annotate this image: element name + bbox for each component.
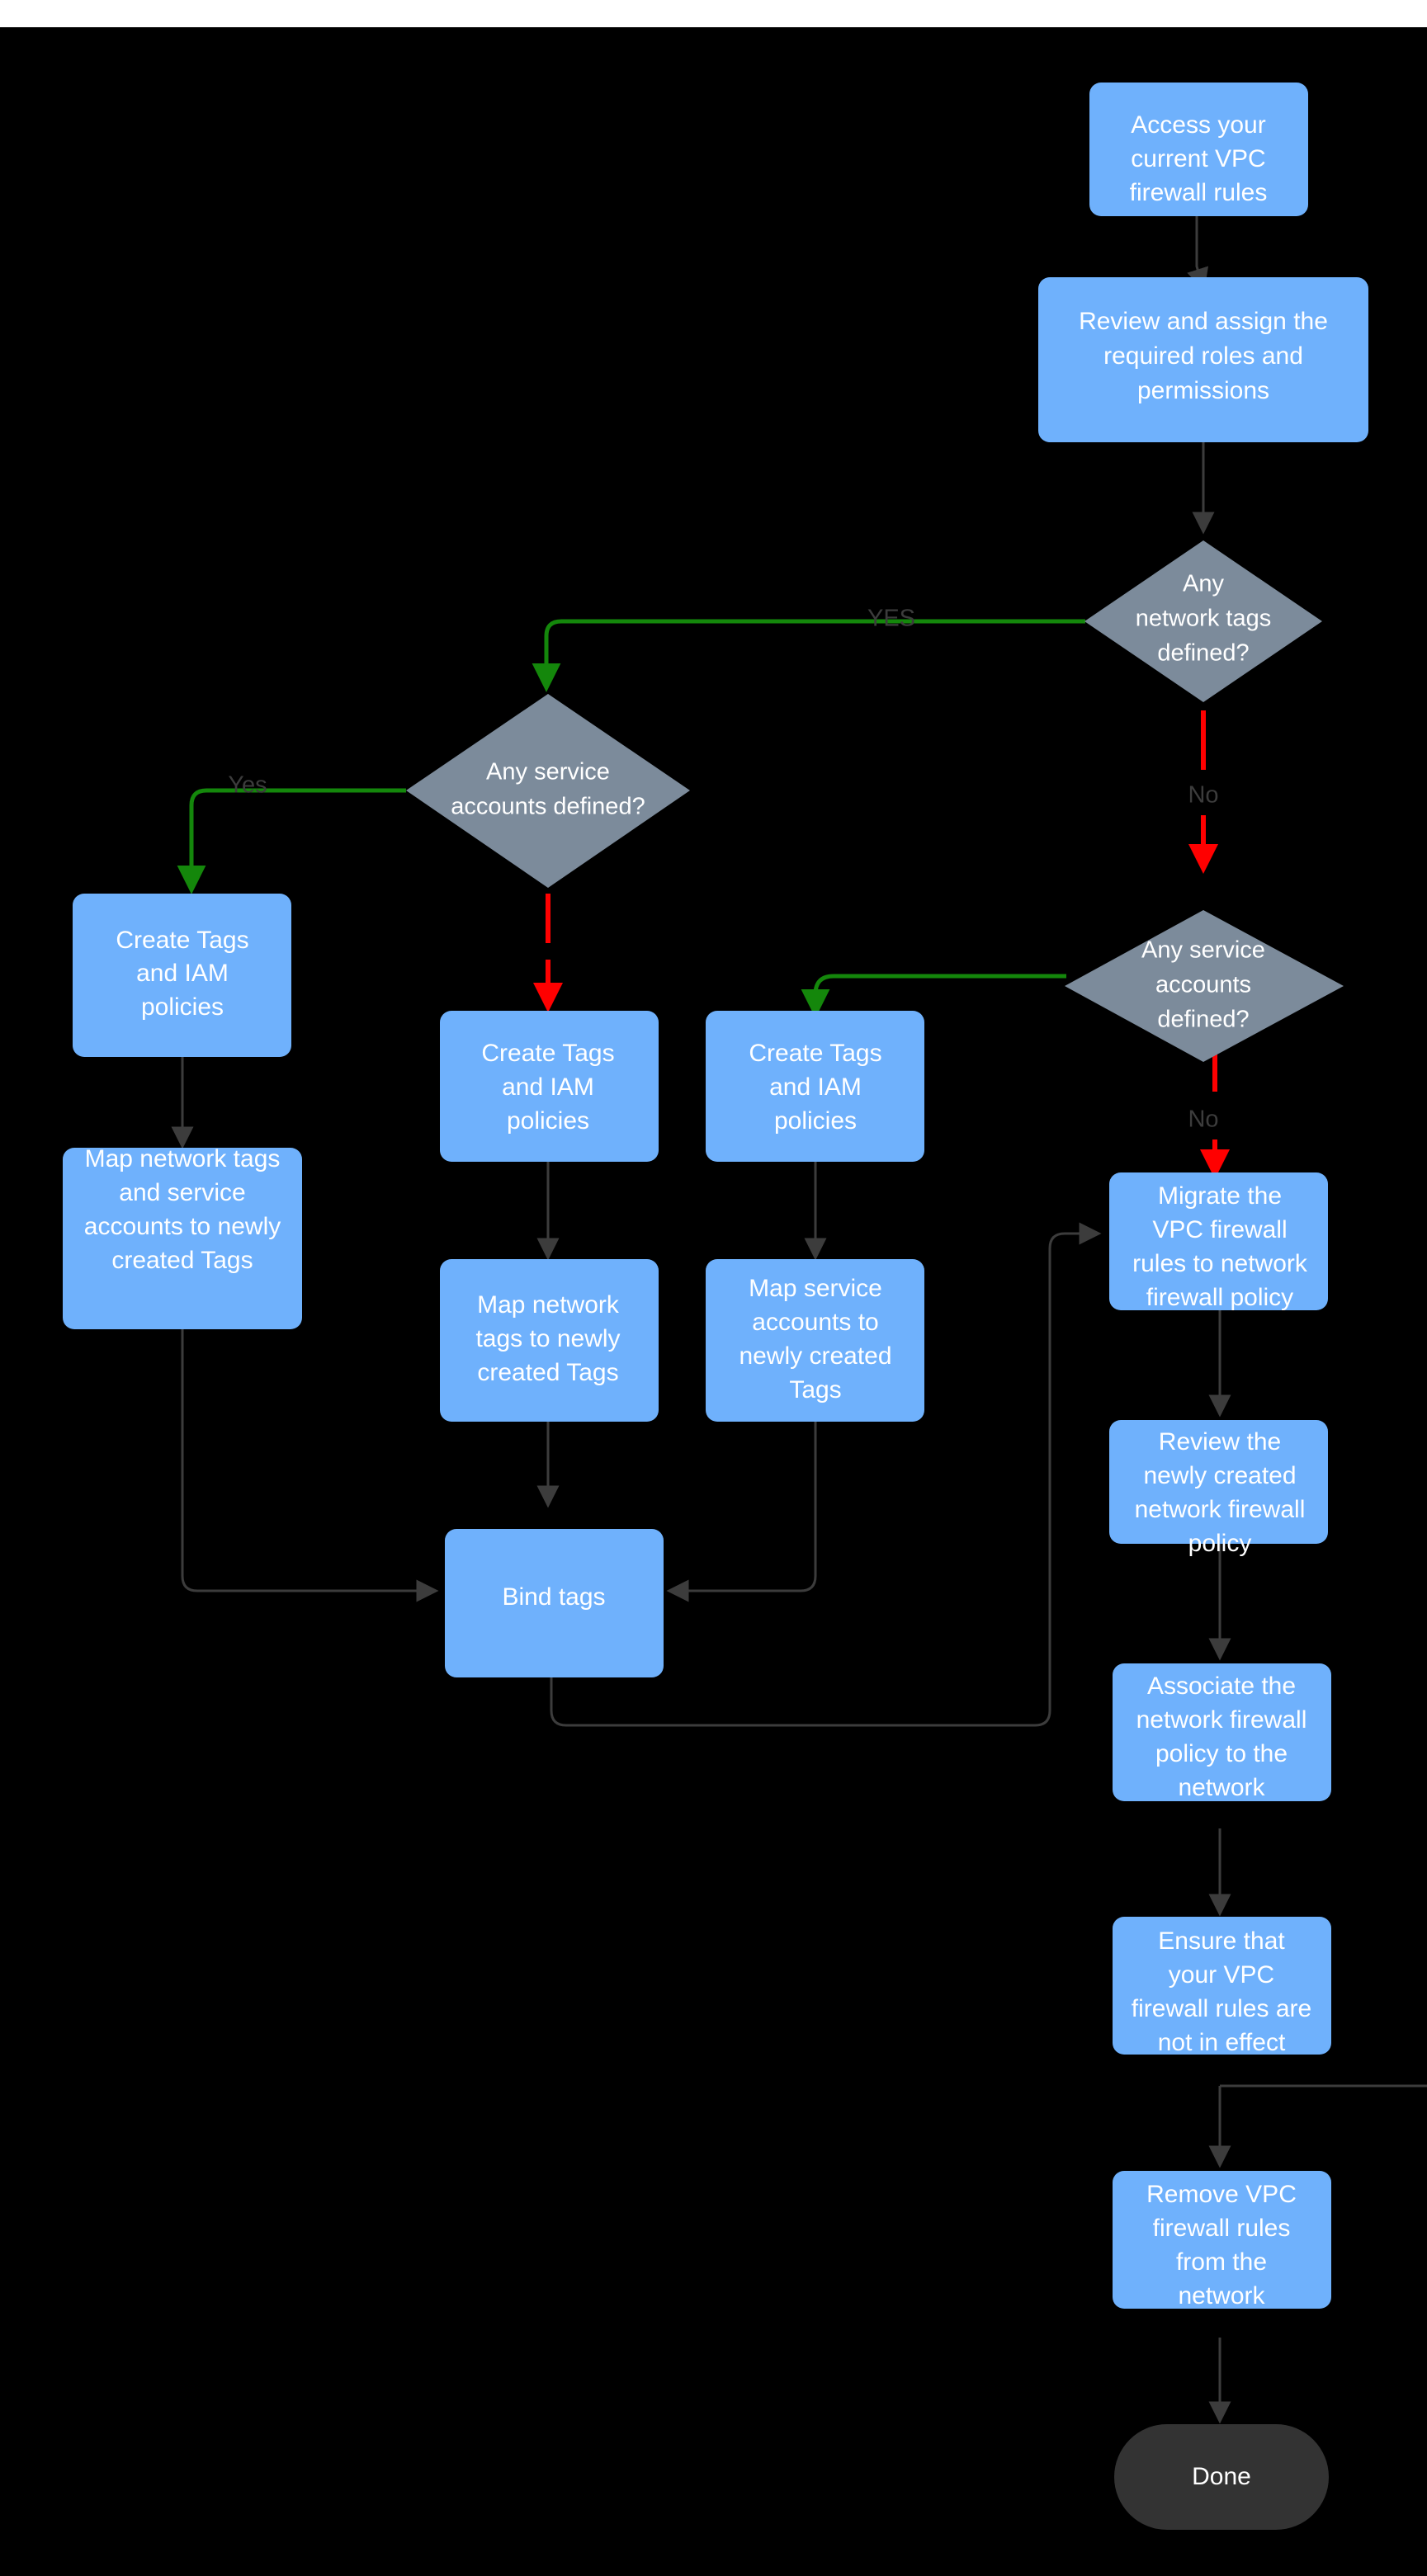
node-line: network firewall <box>1136 1706 1307 1734</box>
node-line: defined? <box>1157 1007 1249 1033</box>
node-ensure-vpc-rules-not-in-effect[interactable]: Ensure that your VPC firewall rules are … <box>1113 1917 1331 2056</box>
edge-decision-sa-right-yes <box>801 974 1066 1018</box>
node-line: accounts to newly <box>84 1213 281 1240</box>
node-line: Associate the <box>1147 1673 1296 1700</box>
edge-access-to-review-roles <box>1187 215 1209 291</box>
node-line: firewall rules <box>1153 2215 1291 2242</box>
node-line: VPC firewall <box>1152 1216 1287 1243</box>
edge-ensure-to-remove <box>1220 2084 1427 2164</box>
node-remove-vpc-rules-from-network[interactable]: Remove VPC firewall rules from the netwo… <box>1113 2171 1331 2309</box>
node-line: not in effect <box>1158 2029 1286 2056</box>
node-line: Create Tags <box>749 1040 881 1067</box>
node-create-tags-iam-middle-1[interactable]: Create Tags and IAM policies <box>440 1011 659 1162</box>
node-map-service-accounts-to-new-tags[interactable]: Map service accounts to newly created Ta… <box>706 1259 924 1422</box>
edge-bind-to-migrate <box>550 1222 1102 1727</box>
node-line: network tags <box>1136 606 1271 632</box>
node-line: Migrate the <box>1158 1182 1282 1210</box>
node-review-new-network-firewall-policy[interactable]: Review the newly created network firewal… <box>1109 1420 1328 1557</box>
node-line: permissions <box>1137 377 1269 404</box>
edge-label-sa-left-yes: Yes <box>228 772 267 799</box>
edge-map-sa-to-bind <box>666 1422 817 1602</box>
node-line: network <box>1178 1774 1265 1801</box>
node-line: Review the <box>1159 1428 1281 1455</box>
node-line: Create Tags <box>116 927 248 954</box>
node-line: accounts <box>1155 972 1251 998</box>
node-decision-any-network-tags[interactable]: Any network tags defined? <box>1084 540 1322 702</box>
node-line: and service <box>119 1179 245 1206</box>
edge-label-tags-yes: YES <box>867 606 915 632</box>
node-line: policy to the <box>1155 1740 1288 1767</box>
edges-layer: YES No Yes No <box>171 215 1427 2424</box>
node-line: firewall rules <box>1130 179 1268 206</box>
node-line: newly created <box>1143 1462 1296 1489</box>
node-line: rules to network <box>1132 1250 1308 1277</box>
node-line: your VPC <box>1169 1961 1274 1989</box>
node-create-tags-iam-left[interactable]: Create Tags and IAM policies <box>73 894 291 1057</box>
node-line: Any <box>1183 571 1224 597</box>
node-line: Review and assign the <box>1079 308 1328 335</box>
edge-map-both-to-bind <box>181 1329 439 1602</box>
node-line: Bind tags <box>502 1583 605 1611</box>
node-associate-policy-to-network[interactable]: Associate the network firewall policy to… <box>1113 1663 1331 1801</box>
node-line: firewall policy <box>1146 1284 1293 1311</box>
node-line: required roles and <box>1103 342 1303 370</box>
edge-label-sa-right-no: No <box>1188 1106 1218 1133</box>
node-line: and IAM <box>769 1073 862 1101</box>
node-line: newly created <box>739 1342 891 1370</box>
node-line: Any service <box>1141 937 1265 964</box>
node-line: Done <box>1192 2463 1251 2490</box>
node-line: Access your <box>1131 111 1265 139</box>
node-done-terminator[interactable]: Done <box>1114 2424 1329 2530</box>
node-decision-any-service-accounts-right[interactable]: Any service accounts defined? <box>1065 910 1344 1062</box>
node-line: Map network tags <box>85 1145 281 1172</box>
node-bind-tags[interactable]: Bind tags <box>445 1529 664 1677</box>
flowchart-stage: YES No Yes No <box>0 27 1427 2576</box>
node-access-vpc-firewall-rules[interactable]: Access your current VPC firewall rules <box>1089 83 1308 216</box>
node-line: Create Tags <box>481 1040 614 1067</box>
node-create-tags-iam-middle-2[interactable]: Create Tags and IAM policies <box>706 1011 924 1162</box>
node-line: tags to newly <box>475 1325 620 1352</box>
node-line: Tags <box>789 1376 841 1404</box>
node-line: and IAM <box>136 960 229 987</box>
node-line: current VPC <box>1131 145 1265 172</box>
node-line: Map network <box>477 1291 620 1319</box>
node-line: and IAM <box>502 1073 594 1101</box>
nodes-layer: Access your current VPC firewall rules R… <box>63 83 1368 2530</box>
node-line: accounts defined? <box>451 794 645 820</box>
node-line: created Tags <box>111 1247 253 1274</box>
node-line: policies <box>507 1107 589 1135</box>
node-review-assign-roles[interactable]: Review and assign the required roles and… <box>1038 277 1368 442</box>
node-line: created Tags <box>477 1359 618 1386</box>
node-line: policies <box>774 1107 857 1135</box>
edge-decision-tags-yes <box>532 619 1085 692</box>
node-line: network firewall <box>1135 1496 1306 1523</box>
node-line: Ensure that <box>1158 1927 1285 1955</box>
node-line: policies <box>141 993 224 1021</box>
node-migrate-vpc-rules-to-policy[interactable]: Migrate the VPC firewall rules to networ… <box>1109 1172 1328 1311</box>
node-map-network-tags-to-new-tags[interactable]: Map network tags to newly created Tags <box>440 1259 659 1422</box>
node-line: policy <box>1188 1530 1252 1557</box>
node-line: from the <box>1176 2248 1267 2276</box>
node-line: Remove VPC <box>1146 2181 1297 2208</box>
edge-label-tags-no: No <box>1188 782 1218 809</box>
flowchart-svg: YES No Yes No <box>63 83 1427 2530</box>
node-line: defined? <box>1157 640 1249 667</box>
node-line: Any service <box>486 759 610 786</box>
node-line: network <box>1178 2282 1265 2309</box>
node-line: Map service <box>749 1275 882 1302</box>
node-map-network-tags-and-service-accounts[interactable]: Map network tags and service accounts to… <box>63 1145 302 1329</box>
edge-decision-sa-left-yes <box>177 788 406 894</box>
node-line: firewall rules are <box>1132 1995 1311 2022</box>
node-decision-any-service-accounts-left[interactable]: Any service accounts defined? <box>406 694 690 888</box>
node-line: accounts to <box>752 1309 878 1336</box>
